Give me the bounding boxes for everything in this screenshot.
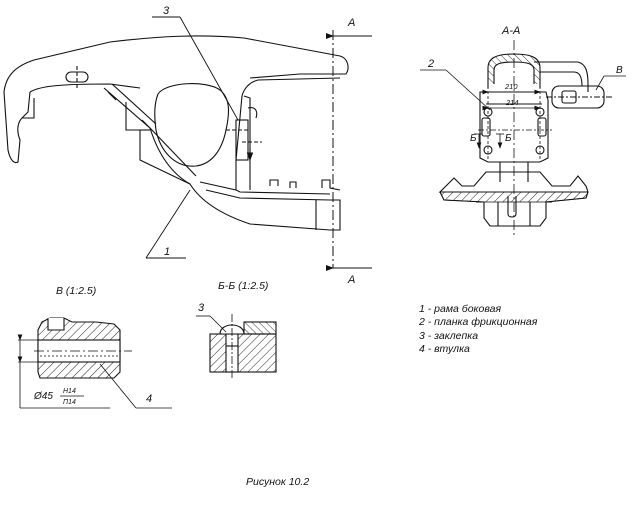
callout-2: 2 <box>427 58 434 70</box>
callout-3-main: 3 <box>163 5 170 17</box>
fit-upper: Н14 <box>63 388 76 395</box>
callout-4: 4 <box>146 393 152 405</box>
view-arrow-b: В <box>616 65 623 76</box>
figure-caption: Рисунок 10.2 <box>246 476 310 488</box>
legend-item: 4 - втулка <box>419 342 470 355</box>
fit-lower: П14 <box>63 399 76 406</box>
side-frame-view <box>3 35 349 231</box>
section-label-a-bottom: A <box>347 274 355 286</box>
section-aa-dims <box>420 40 626 236</box>
callout-3-bb: 3 <box>198 302 205 314</box>
diameter-label: Ø45 <box>33 391 53 402</box>
legend: 1 - рама боковая 2 - планка фрикционная … <box>419 303 537 356</box>
view-b-bushing <box>17 317 172 409</box>
callout-lines-main <box>145 16 239 259</box>
view-bb-rivet <box>196 314 277 378</box>
cut-label-b-right: Б <box>505 133 512 144</box>
cut-label-b-left: Б <box>470 133 477 144</box>
legend-item: 2 - планка фрикционная <box>419 316 538 329</box>
view-title-aa: А-А <box>501 25 520 37</box>
section-label-a-top: A <box>347 17 355 29</box>
dim-214: 214 <box>505 98 519 107</box>
callout-1: 1 <box>164 246 170 258</box>
view-title-b: В (1:2.5) <box>56 285 96 297</box>
legend-item: 3 - заклепка <box>419 329 479 342</box>
section-line-a <box>326 30 372 271</box>
dim-210: 210 <box>504 82 518 91</box>
legend-item: 1 - рама боковая <box>419 303 502 315</box>
view-title-bb: Б-Б (1:2.5) <box>218 280 268 292</box>
